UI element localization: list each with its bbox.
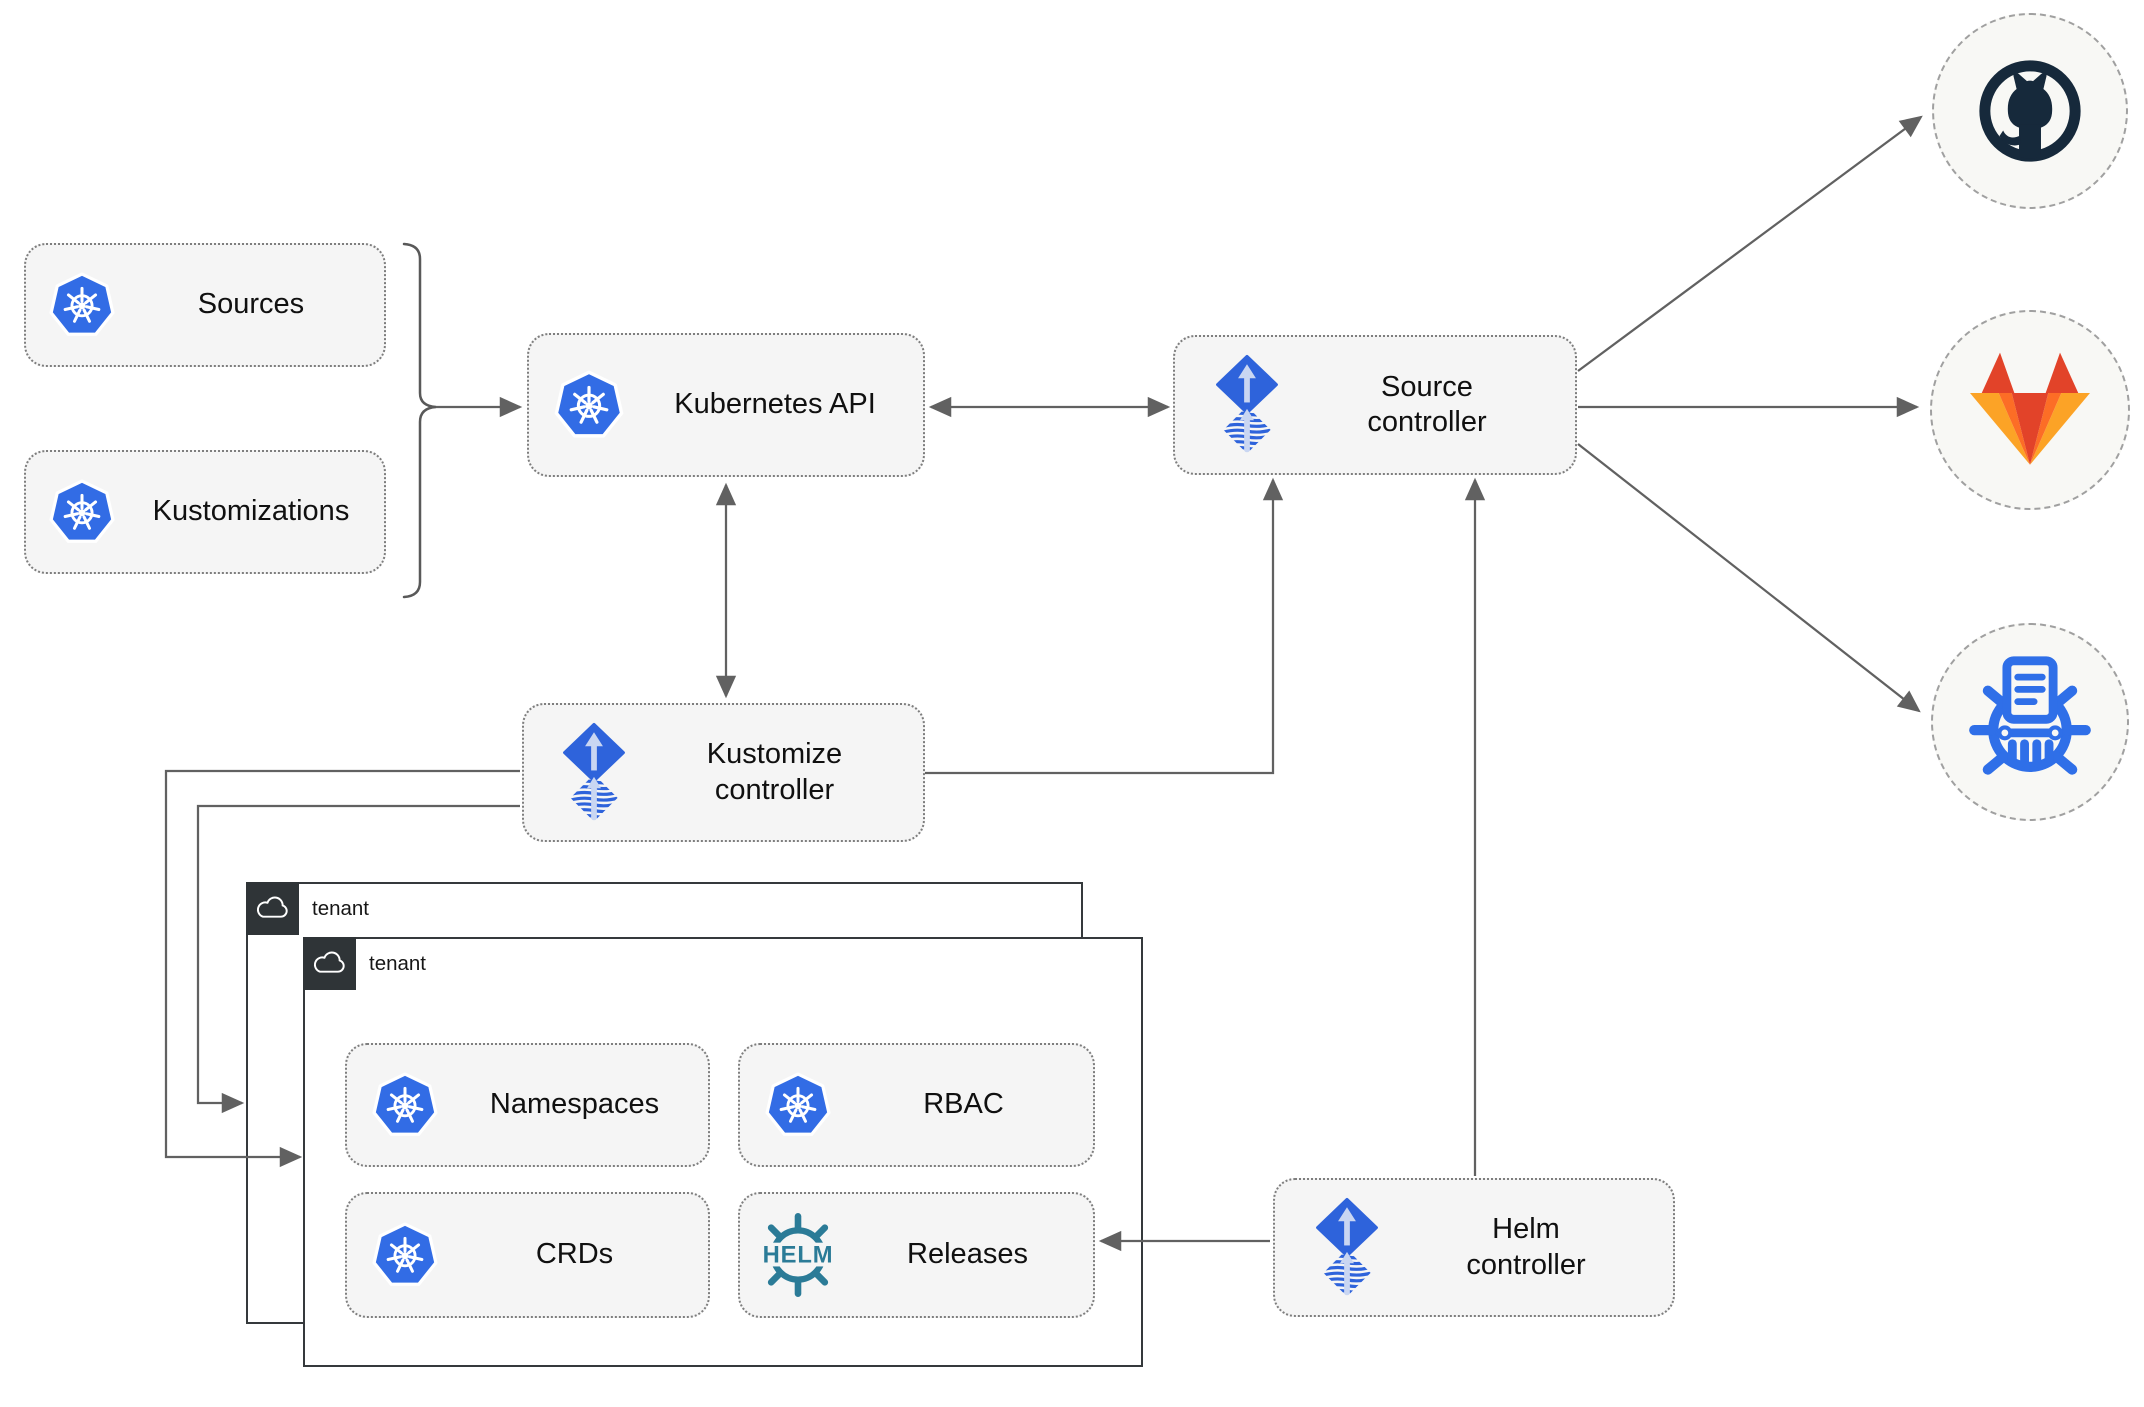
flux-icon bbox=[1215, 354, 1279, 456]
gitlab-repository-node bbox=[1930, 310, 2130, 510]
tenant-tab bbox=[245, 881, 299, 935]
github-repository-node bbox=[1932, 13, 2128, 209]
chartmuseum-icon bbox=[1969, 656, 2091, 775]
kustomizations-node: Kustomizations bbox=[24, 450, 386, 574]
edge-kustomize-to-source bbox=[925, 477, 1284, 775]
flux-icon bbox=[1315, 1197, 1379, 1299]
crds-label: CRDs bbox=[535, 1238, 614, 1271]
chartmuseum-repository-node bbox=[1931, 623, 2129, 821]
releases-label: Releases bbox=[907, 1238, 1028, 1271]
namespaces-label: Namespaces bbox=[489, 1088, 660, 1121]
edge-bracket bbox=[402, 242, 437, 599]
flux-icon bbox=[562, 722, 626, 824]
kubernetes-icon bbox=[46, 269, 118, 341]
tenant-inner-label: tenant bbox=[369, 951, 426, 975]
kubernetes-api-node: Kubernetes API bbox=[527, 333, 925, 477]
kubernetes-icon bbox=[551, 367, 627, 443]
source-controller-label: Source controller bbox=[1367, 370, 1487, 438]
sources-node: Sources bbox=[24, 243, 386, 367]
kustomizations-label: Kustomizations bbox=[152, 495, 350, 528]
cloud-icon bbox=[311, 950, 347, 977]
kubernetes-icon bbox=[369, 1069, 441, 1141]
kubernetes-api-label: Kubernetes API bbox=[674, 388, 876, 421]
helm-icon: HELM bbox=[754, 1212, 842, 1298]
kustomize-controller-node: Kustomize controller bbox=[522, 703, 925, 842]
tenant-tab bbox=[302, 936, 356, 990]
helm-controller-node: Helm controller bbox=[1273, 1178, 1675, 1317]
namespaces-node: Namespaces bbox=[345, 1043, 710, 1167]
rbac-label: RBAC bbox=[923, 1088, 1004, 1121]
source-controller-node: Source controller bbox=[1173, 335, 1577, 475]
edge-source-to-chartmuseum bbox=[1577, 443, 1921, 713]
sources-label: Sources bbox=[197, 288, 305, 321]
kubernetes-icon bbox=[369, 1219, 441, 1291]
cloud-icon bbox=[254, 895, 290, 922]
edge-source-to-github bbox=[1577, 115, 1923, 372]
releases-node: HELM Releases bbox=[738, 1192, 1095, 1318]
tenant-outer-label: tenant bbox=[312, 896, 369, 920]
kubernetes-icon bbox=[46, 476, 118, 548]
helm-controller-label: Helm controller bbox=[1466, 1213, 1586, 1281]
github-icon bbox=[1979, 60, 2081, 162]
kustomize-controller-label: Kustomize controller bbox=[706, 738, 843, 806]
crds-node: CRDs bbox=[345, 1192, 710, 1318]
kubernetes-icon bbox=[762, 1069, 834, 1141]
rbac-node: RBAC bbox=[738, 1043, 1095, 1167]
helm-logo-text: HELM bbox=[763, 1241, 834, 1268]
gitlab-icon bbox=[1970, 352, 2090, 465]
